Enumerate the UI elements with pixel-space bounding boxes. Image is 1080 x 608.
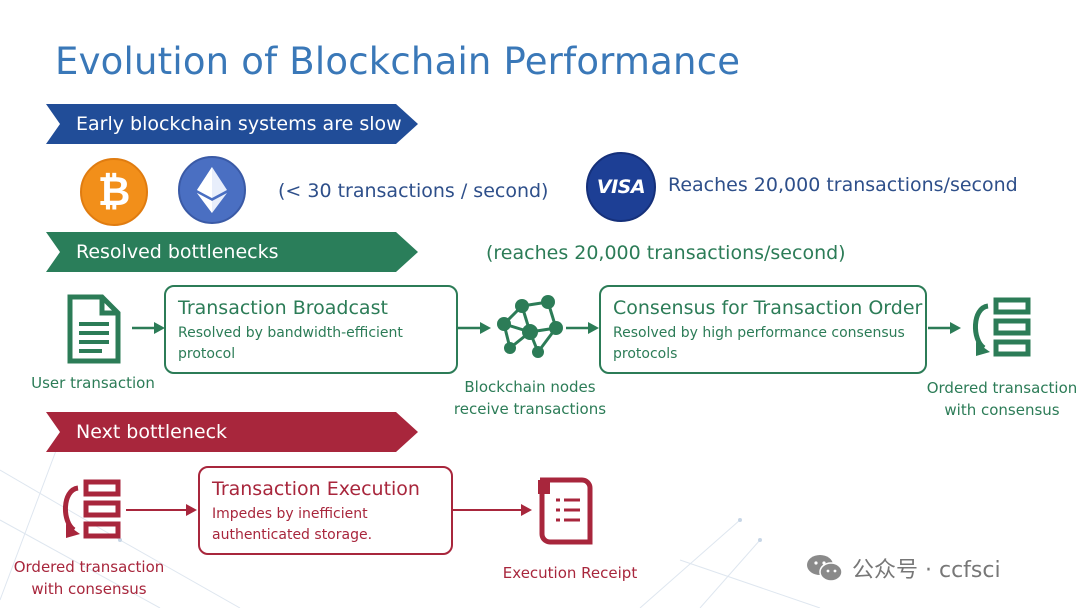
bitcoin-icon: ₿ — [80, 158, 148, 226]
arrow-icon — [566, 322, 599, 334]
ordered-ledger-icon — [63, 479, 121, 539]
ordered-label-line2: with consensus — [944, 401, 1060, 419]
bitcoin-symbol: ₿ — [97, 169, 131, 215]
ordered-label: Ordered transaction with consensus — [922, 377, 1080, 421]
banner-next-bottleneck: Next bottleneck — [46, 412, 418, 452]
banner-early-systems: Early blockchain systems are slow — [46, 104, 418, 144]
arrow-icon — [132, 322, 165, 334]
arrow-icon — [928, 322, 961, 334]
network-nodes-icon — [497, 295, 563, 358]
early-rate-note: (< 30 transactions / second) — [278, 180, 549, 202]
ordered-ledger-icon — [973, 297, 1031, 357]
watermark-text: 公众号 · ccfsci — [852, 558, 1001, 583]
visa-logo: VISA — [586, 152, 656, 222]
next-ordered-label-line1: Ordered transaction — [13, 558, 165, 576]
execution-receipt-label: Execution Receipt — [502, 564, 638, 582]
next-ordered-label-line2: with consensus — [31, 580, 147, 598]
nodes-label-line1: Blockchain nodes — [464, 378, 596, 396]
consensus-title: Consensus for Transaction Order — [613, 297, 923, 319]
banner-resolved-label: Resolved bottlenecks — [76, 241, 279, 263]
consensus-subtitle: Resolved by high performance consensus p… — [613, 325, 905, 362]
banner-resolved: Resolved bottlenecks — [46, 232, 418, 272]
user-transaction-label: User transaction — [31, 374, 155, 392]
wechat-icon — [807, 555, 843, 582]
transaction-execution-box: Transaction Execution Impedes by ineffic… — [198, 466, 453, 555]
page-title: Evolution of Blockchain Performance — [55, 40, 741, 83]
watermark: 公众号 · ccfsci — [806, 552, 1001, 584]
banner-early-label: Early blockchain systems are slow — [76, 113, 402, 135]
resolved-rate-note: (reaches 20,000 transactions/second) — [486, 242, 846, 264]
nodes-label: Blockchain nodes receive transactions — [446, 376, 614, 420]
ethereum-icon — [178, 156, 246, 224]
banner-next-label: Next bottleneck — [76, 421, 228, 443]
execution-subtitle: Impedes by inefficient authenticated sto… — [212, 506, 373, 543]
next-ordered-label: Ordered transaction with consensus — [6, 556, 172, 600]
visa-rate-note: Reaches 20,000 transactions/second — [668, 174, 1018, 196]
ordered-label-line1: Ordered transaction — [926, 379, 1078, 397]
broadcast-title: Transaction Broadcast — [178, 297, 388, 319]
arrow-icon — [126, 504, 197, 516]
execution-title: Transaction Execution — [212, 478, 420, 500]
document-icon — [67, 294, 121, 364]
consensus-box: Consensus for Transaction Order Resolved… — [599, 285, 927, 374]
visa-logo-text: VISA — [596, 176, 646, 198]
receipt-icon — [538, 477, 593, 545]
transaction-broadcast-box: Transaction Broadcast Resolved by bandwi… — [164, 285, 458, 374]
arrow-icon — [458, 322, 491, 334]
arrow-icon — [453, 504, 532, 516]
nodes-label-line2: receive transactions — [453, 400, 607, 418]
broadcast-subtitle: Resolved by bandwidth-efficient protocol — [178, 325, 403, 362]
